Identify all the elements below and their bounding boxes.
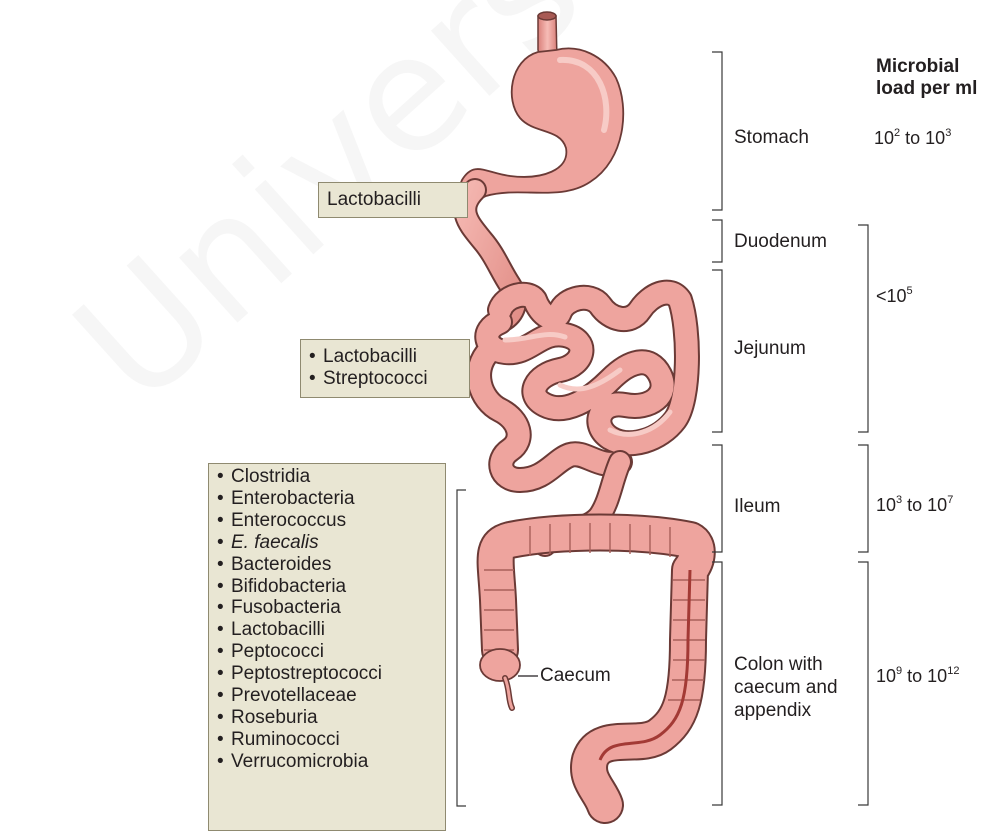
load-ileum: 103 to 107	[876, 494, 953, 516]
box-item: •Fusobacteria	[217, 597, 382, 619]
box-item: •Lactobacilli	[217, 619, 382, 641]
box-item: •Ruminococci	[217, 729, 382, 751]
stomach-bacteria-box: Lactobacilli	[318, 182, 468, 218]
box-item: •Peptostreptococci	[217, 663, 382, 685]
box-item: •Verrucomicrobia	[217, 751, 382, 773]
label-jejunum: Jejunum	[734, 338, 806, 360]
label-ileum: Ileum	[734, 496, 780, 518]
box-item: •E. faecalis	[217, 532, 382, 554]
label-caecum: Caecum	[540, 665, 611, 687]
colon-bacteria-box: •Clostridia•Enterobacteria•Enterococcus•…	[208, 463, 446, 831]
load-upper-small-intestine: <105	[876, 285, 913, 307]
small-intestine-coils	[479, 293, 687, 480]
box-item: •Roseburia	[217, 707, 382, 729]
box-item: Lactobacilli	[327, 189, 421, 211]
box-item: •Enterobacteria	[217, 488, 382, 510]
load-brackets	[858, 225, 868, 805]
box-item: •Bifidobacteria	[217, 576, 382, 598]
label-duodenum: Duodenum	[734, 231, 827, 253]
small-intestine-bacteria-box: •Lactobacilli •Streptococci	[300, 339, 470, 398]
label-colon-line2: caecum and	[734, 677, 838, 699]
region-brackets	[712, 52, 722, 805]
label-colon-line3: appendix	[734, 700, 811, 722]
box-item: •Enterococcus	[217, 510, 382, 532]
stomach-organ	[460, 48, 623, 199]
load-stomach: 102 to 103	[874, 127, 951, 149]
load-header-line2: load per ml	[876, 78, 977, 100]
colon-box-bracket	[457, 490, 466, 806]
load-colon: 109 to 1012	[876, 665, 959, 687]
box-item: •Peptococci	[217, 641, 382, 663]
box-item: •Prevotellaceae	[217, 685, 382, 707]
load-header-line1: Microbial	[876, 56, 959, 78]
box-item: •Lactobacilli	[309, 346, 428, 368]
box-item: •Streptococci	[309, 368, 428, 390]
caecum-organ	[480, 649, 538, 708]
label-colon-line1: Colon with	[734, 654, 823, 676]
label-stomach: Stomach	[734, 127, 809, 149]
box-item: •Bacteroides	[217, 554, 382, 576]
box-item: •Clostridia	[217, 466, 382, 488]
